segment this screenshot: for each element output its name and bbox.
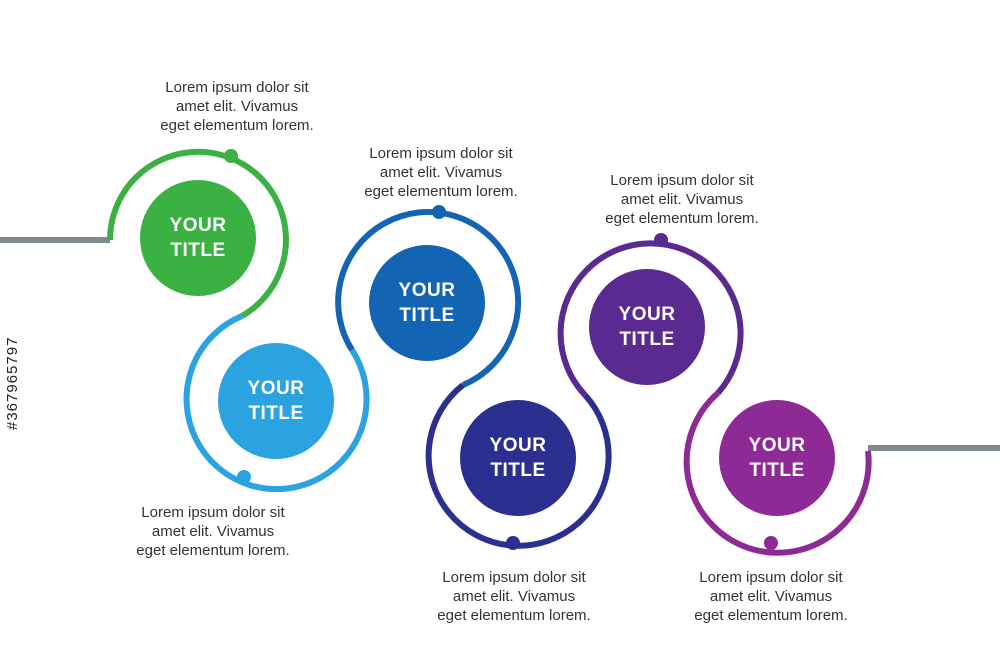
circle-step-3: [369, 245, 485, 361]
step-6-description: Lorem ipsum dolor sit amet elit. Vivamus…: [694, 569, 848, 624]
dot-step-6: [764, 536, 778, 550]
arc-step-1: [106, 148, 289, 319]
circle-step-2: [218, 343, 334, 459]
step-1-description: Lorem ipsum dolor sit amet elit. Vivamus…: [160, 79, 314, 134]
step-4-title: YOUR TITLE: [489, 435, 547, 481]
step-1-title: YOUR TITLE: [169, 215, 227, 261]
arc-step-3: [335, 209, 522, 388]
dot-step-2: [237, 470, 251, 484]
arc-step-6: [683, 390, 872, 556]
step-2-description: Lorem ipsum dolor sit amet elit. Vivamus…: [136, 504, 290, 559]
step-4-description: Lorem ipsum dolor sit amet elit. Vivamus…: [437, 569, 591, 624]
dot-step-3: [432, 205, 446, 219]
arc-step-2: [183, 313, 370, 493]
dot-step-5: [654, 233, 668, 247]
dot-step-1: [224, 149, 238, 163]
step-5-description: Lorem ipsum dolor sit amet elit. Vivamus…: [605, 172, 759, 227]
step-5-title: YOUR TITLE: [618, 304, 676, 350]
step-6-title: YOUR TITLE: [748, 435, 806, 481]
circle-step-1: [140, 180, 256, 296]
stock-id-watermark: #367965797: [4, 336, 21, 430]
circle-step-5: [589, 269, 705, 385]
arc-step-5: [557, 240, 744, 398]
circle-step-4: [460, 400, 576, 516]
step-3-description: Lorem ipsum dolor sit amet elit. Vivamus…: [364, 145, 518, 200]
step-3-title: YOUR TITLE: [398, 280, 456, 326]
dot-step-4: [506, 536, 520, 550]
step-2-title: YOUR TITLE: [247, 378, 305, 424]
circle-step-6: [719, 400, 835, 516]
